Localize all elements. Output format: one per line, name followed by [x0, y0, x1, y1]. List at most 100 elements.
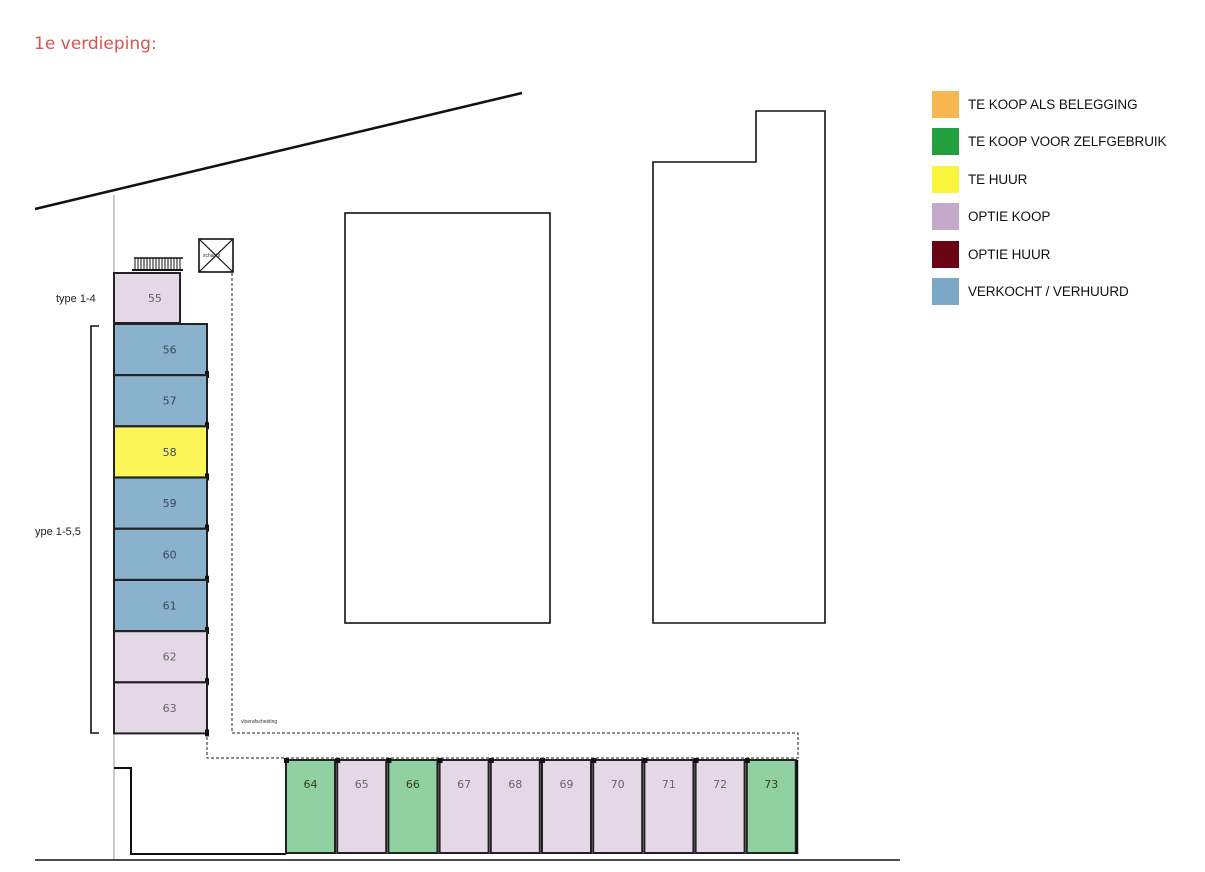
unit-box[interactable] — [285, 759, 336, 854]
unit-number: 63 — [163, 702, 177, 715]
shaft-symbol — [198, 238, 234, 273]
unit-number: 59 — [163, 497, 177, 510]
unit-66[interactable]: 66 — [386, 758, 439, 854]
unit-number: 67 — [457, 778, 471, 791]
unit-64[interactable]: 64 — [284, 758, 336, 854]
unit-number: 55 — [148, 292, 162, 305]
unit-number: 66 — [406, 778, 420, 791]
legend-label: TE KOOP ALS BELEGGING — [968, 96, 1138, 112]
unit-box[interactable] — [489, 759, 541, 854]
unit-marker — [693, 758, 699, 763]
legend: TE KOOP ALS BELEGGING TE KOOP VOOR ZELFGE… — [932, 90, 1167, 316]
legend-item-optie-koop: OPTIE KOOP — [932, 203, 1166, 231]
unit-box[interactable] — [113, 579, 208, 632]
unit-marker — [335, 758, 341, 763]
legend-label: VERKOCHT / VERHUURD — [968, 284, 1129, 300]
unit-box[interactable] — [113, 272, 181, 324]
unit-marker — [642, 758, 648, 763]
unit-57[interactable]: 57 — [113, 374, 209, 430]
unit-61[interactable]: 61 — [113, 579, 209, 634]
unit-68[interactable]: 68 — [488, 758, 541, 854]
legend-swatch — [932, 240, 959, 268]
unit-box[interactable] — [745, 759, 797, 854]
unit-box[interactable] — [592, 759, 644, 854]
unit-number: 60 — [163, 548, 177, 561]
stair-symbol — [132, 257, 183, 271]
unit-box[interactable] — [113, 681, 208, 735]
unit-box[interactable] — [113, 527, 208, 581]
scheiding-label: vloerafscheiding — [241, 719, 277, 725]
units-vertical: 55 56 57 58 59 60 61 62 63 — [113, 272, 209, 737]
legend-swatch — [932, 165, 959, 193]
type-bracket — [90, 325, 99, 734]
unit-number: 64 — [304, 778, 318, 791]
unit-number: 61 — [163, 600, 177, 613]
unit-59[interactable]: 59 — [113, 476, 209, 532]
unit-box[interactable] — [113, 630, 208, 684]
unit-60[interactable]: 60 — [113, 527, 209, 583]
legend-item-te-huur: TE HUUR — [932, 165, 1166, 193]
unit-number: 68 — [508, 778, 522, 791]
legend-label: OPTIE KOOP — [968, 209, 1051, 225]
unit-box[interactable] — [387, 759, 439, 854]
unit-box[interactable] — [113, 476, 208, 530]
unit-58[interactable]: 58 — [113, 425, 209, 481]
legend-swatch — [932, 278, 959, 306]
unit-number: 70 — [611, 778, 625, 791]
unit-box[interactable] — [541, 759, 592, 854]
unit-63[interactable]: 63 — [113, 681, 209, 737]
unit-number: 57 — [163, 395, 177, 408]
unit-number: 65 — [355, 778, 369, 791]
unit-box[interactable] — [438, 759, 490, 854]
legend-swatch — [932, 203, 959, 231]
legend-item-verkocht-verhuurd: VERKOCHT / VERHUURD — [932, 278, 1166, 306]
unit-67[interactable]: 67 — [437, 758, 490, 854]
right-building — [652, 110, 826, 624]
legend-item-optie-huur: OPTIE HUUR — [932, 240, 1166, 268]
unit-number: 72 — [713, 778, 727, 791]
unit-65[interactable]: 65 — [335, 758, 388, 854]
legend-label: TE KOOP VOOR ZELFGEBRUIK — [968, 134, 1167, 150]
legend-swatch — [932, 90, 959, 118]
type-label-top: type 1-4 — [56, 293, 96, 305]
legend-label: OPTIE HUUR — [968, 246, 1051, 262]
shaft-label: schacht — [203, 253, 221, 259]
unit-71[interactable]: 71 — [642, 758, 695, 854]
unit-number: 69 — [560, 778, 574, 791]
type-label-side: ype 1-5,5 — [35, 526, 81, 538]
unit-number: 73 — [764, 778, 778, 791]
central-building — [344, 212, 551, 624]
legend-label: TE HUUR — [968, 171, 1028, 187]
unit-marker — [488, 758, 494, 763]
unit-box[interactable] — [113, 374, 208, 428]
corridor-dashed-outline — [206, 268, 799, 759]
units-horizontal: 64 65 66 67 68 69 70 71 72 73 — [284, 758, 799, 854]
unit-marker — [744, 758, 750, 763]
legend-swatch — [932, 128, 959, 156]
unit-marker — [591, 758, 597, 763]
unit-69[interactable]: 69 — [540, 758, 592, 854]
unit-marker — [540, 758, 545, 763]
roof-line — [34, 91, 523, 211]
unit-marker — [386, 758, 392, 763]
unit-56[interactable]: 56 — [113, 323, 209, 378]
unit-marker — [437, 758, 443, 763]
unit-box[interactable] — [694, 759, 746, 854]
bottom-left-outline — [114, 767, 286, 855]
unit-73[interactable]: 73 — [744, 758, 797, 854]
unit-number: 71 — [662, 778, 676, 791]
floor-plan: schacht type 1-4 ype 1-5,5 vloerafscheid… — [34, 91, 900, 861]
unit-number: 56 — [163, 344, 177, 357]
unit-number: 62 — [163, 651, 177, 664]
unit-70[interactable]: 70 — [591, 758, 644, 854]
unit-55[interactable]: 55 — [113, 272, 181, 324]
unit-box[interactable] — [643, 759, 695, 854]
unit-box[interactable] — [336, 759, 388, 854]
unit-marker — [205, 729, 209, 737]
legend-item-te-koop-zelfgebruik: TE KOOP VOOR ZELFGEBRUIK — [932, 128, 1167, 156]
unit-72[interactable]: 72 — [693, 758, 746, 854]
unit-box[interactable] — [113, 323, 208, 376]
unit-number: 58 — [163, 446, 177, 459]
unit-62[interactable]: 62 — [113, 630, 209, 686]
unit-box[interactable] — [113, 425, 208, 479]
